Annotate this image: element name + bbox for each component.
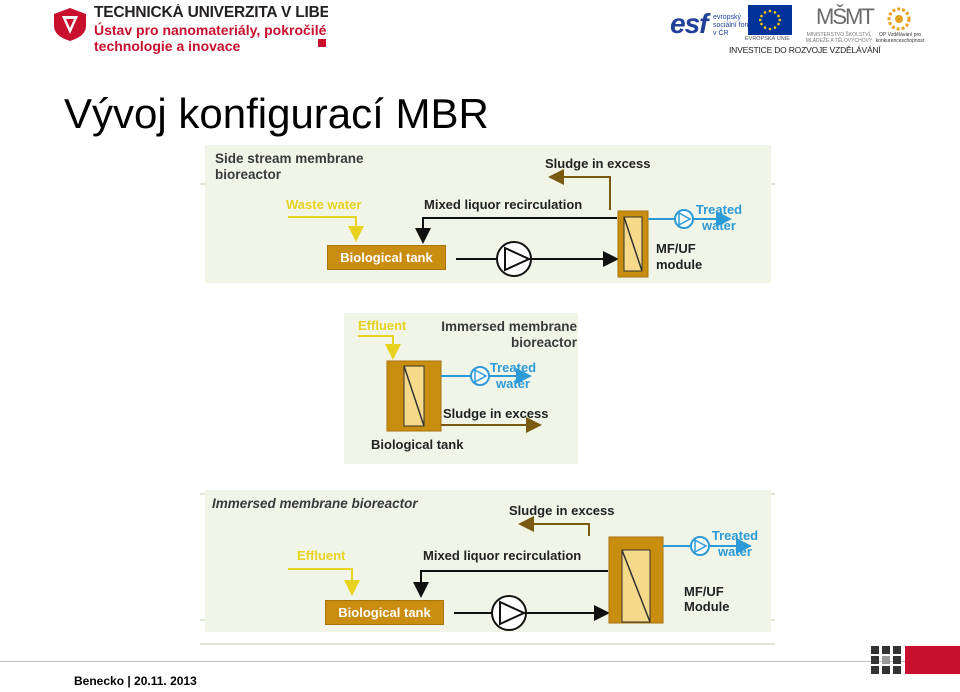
diagram1-module-label: MF/UF module (656, 241, 703, 272)
diagram3-sludge-arrow (518, 516, 590, 536)
eu-caption: EVROPSKÁ UNIE (745, 36, 790, 42)
diagram2-tank-icon (386, 360, 442, 432)
diagram1-treated-label: Treated water (695, 202, 743, 233)
diagram3-recirculation-label: Mixed liquor recirculation (423, 548, 582, 563)
diagram3-sludge-label: Sludge in excess (509, 503, 615, 518)
diagram3-membrane-module-icon (608, 536, 664, 624)
university-name: TECHNICKÁ UNIVERZITA V LIBERCI (94, 4, 328, 21)
diagram2-heading: Immersed membrane bioreactor (441, 319, 577, 350)
diagram1-treated-arrow (648, 209, 732, 229)
diagram3-inflow-label: Effluent (297, 548, 346, 563)
diagram1-recirculation-arrow (415, 217, 617, 244)
department-name-line1: Ústav pro nanomateriály, pokročilé (94, 22, 327, 38)
diagram3-frame-line-footer (200, 643, 775, 645)
diagram2-effluent-arrow (358, 335, 401, 360)
diagram3-pump-icon (491, 595, 527, 631)
msmt-caption: MINISTERSTVO ŠKOLSTVÍ, MLÁDEŽE A TĚLOVÝC… (805, 32, 873, 44)
msmt-logo: MŠMT (816, 4, 875, 29)
investment-slogan: INVESTICE DO ROZVOJE VZDĚLÁVÁNÍ (729, 45, 881, 55)
diagram1-pump-icon (496, 241, 532, 277)
university-logo-icon (54, 8, 86, 41)
footer-squares-icon (871, 646, 901, 674)
diagram2-treated-arrow (441, 366, 532, 386)
department-name-line2: technologie a inovace (94, 38, 241, 54)
diagram1-sludge-label: Sludge in excess (545, 156, 651, 171)
diagram2-inflow-label: Effluent (358, 318, 407, 333)
diagram3-biological-tank: Biological tank (325, 600, 444, 625)
diagram3-module-label: MF/UF Module (684, 584, 730, 614)
diagram1-membrane-module-icon (617, 210, 649, 278)
diagram3-effluent-arrow (288, 568, 360, 596)
esf-caption: evropský sociální fond v ČR (713, 14, 753, 37)
diagram3-panel (205, 490, 771, 632)
page-title: Vývoj konfigurací MBR (64, 90, 489, 137)
diagram2-treated-label: Treated water (489, 360, 537, 391)
logo-red-square (318, 39, 326, 47)
footer-text: Benecko | 20.11. 2013 (74, 674, 197, 688)
diagram3-recirculation-arrow (413, 570, 608, 598)
diagram1-heading: Side stream membrane bioreactor (215, 151, 364, 182)
eu-flag-icon (748, 5, 792, 35)
esf-logo: esf (670, 8, 708, 39)
op-vk-logo-icon (887, 7, 911, 31)
diagram1-waste-water-arrow (288, 216, 364, 242)
footer-divider (0, 661, 960, 662)
diagram1-recirculation-label: Mixed liquor recirculation (424, 197, 583, 212)
diagram3-treated-label: Treated water (711, 528, 759, 559)
diagram2-panel (344, 313, 578, 464)
diagram1-sludge-arrow (548, 169, 611, 210)
op-caption: OP Vzdělávání pro konkurenceschopnost (875, 32, 925, 44)
diagram2-sludge-label: Sludge in excess (443, 406, 549, 421)
footer-red-block (905, 646, 960, 674)
diagram2-tank-label: Biological tank (371, 437, 464, 452)
diagram1-inflow-label: Waste water (286, 197, 362, 212)
diagram3-treated-arrow (663, 536, 752, 556)
diagram1-biological-tank: Biological tank (327, 245, 446, 270)
diagram3-heading: Immersed membrane bioreactor (212, 496, 418, 511)
